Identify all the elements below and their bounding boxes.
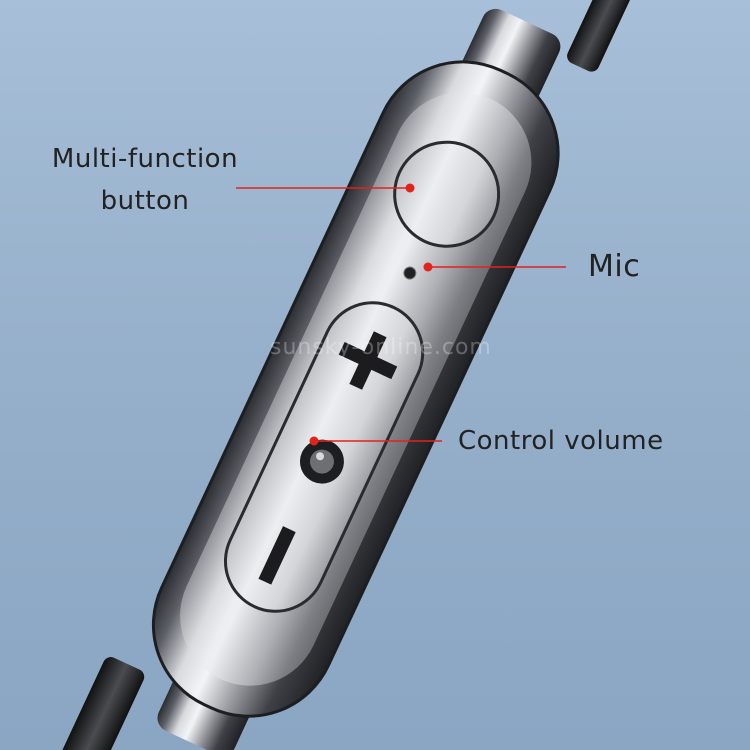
mic-hole [403,266,417,280]
multifunction-label-line1: Multi-function [51,144,239,174]
minus-icon [258,526,296,585]
multifunction-button[interactable] [378,125,516,263]
plus-icon [338,331,398,390]
callout-lines [236,183,566,446]
top-cable [567,0,640,72]
volume-label: Control volume [458,426,664,456]
remote-body [151,8,561,750]
bottom-cable [58,657,145,750]
multifunction-button-label: Multi-function button [30,138,260,222]
play-pause-icon [299,439,344,484]
watermark: sunsky-online.com [270,335,492,360]
multifunction-label-line2: button [100,186,190,216]
mic-label: Mic [588,249,641,284]
